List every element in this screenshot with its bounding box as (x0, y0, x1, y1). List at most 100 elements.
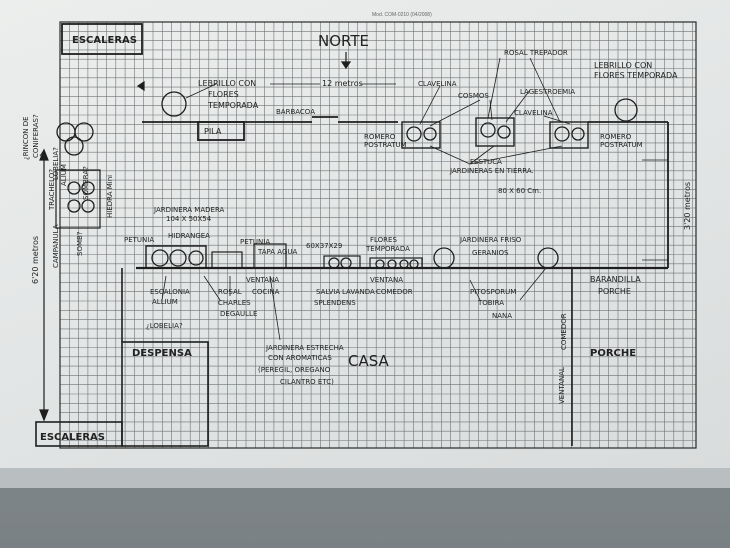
barandilla-2: PORCHE (598, 287, 631, 296)
jardineras-tierra-label: JARDINERAS EN TIERRA. (449, 167, 534, 175)
lebrillo-right-1: LEBRILLO CON (594, 61, 652, 70)
size-80x60-label: 80 X 60 Cm. (498, 187, 541, 195)
planter-left-plant-1 (406, 126, 422, 142)
salvia-planter-box (323, 255, 361, 269)
conifera-2 (74, 122, 94, 142)
flores-3 (399, 259, 409, 269)
plan-walls (35, 23, 669, 447)
ventana-cocina-box (211, 251, 243, 269)
sombra-label: SOMBRA? (82, 166, 90, 200)
flores-1 (375, 259, 385, 269)
rosal-trepador-label: ROSAL TREPADOR (504, 49, 568, 57)
romero-left-2: POSTRATUM (364, 141, 407, 149)
escaleras-bottom-label: ESCALERAS (40, 432, 105, 443)
pila-label: PILA (204, 127, 222, 136)
rosal-charles-2: CHARLES (218, 299, 251, 307)
barandilla-1: BARANDILLA (590, 275, 641, 284)
salvia-2 (340, 257, 352, 269)
triango-label: TRACHELO? (48, 169, 56, 211)
jardinera-estrecha-1: JARDINERA ESTRECHA (265, 344, 344, 352)
petunia-left (151, 249, 169, 267)
hiedra-mini-label: HIEDRA Mini (106, 175, 114, 218)
west-arrow-top (39, 148, 49, 161)
ventana-cocina-1: VENTANA (246, 276, 279, 284)
planter-right-plant-2 (571, 127, 585, 141)
cosmos-label: COSMOS (458, 92, 489, 100)
pittosporum-3: NANA (492, 312, 512, 320)
lebrillo-right-pot (614, 98, 638, 122)
metros-12-label: 12 metros (322, 79, 363, 88)
plant-circles (56, 91, 638, 269)
escalonia-2: ALLIUM (152, 298, 178, 306)
north-arrow (340, 61, 352, 70)
escaleras-top-label: ESCALERAS (72, 35, 137, 46)
lebrillo-left-1: LEBRILLO CON (198, 79, 256, 88)
jardinera-madera-2: 104 X 50X54 (166, 215, 212, 223)
left-plant-1 (67, 181, 81, 195)
conifera-3 (64, 136, 84, 156)
porche-label: PORCHE (590, 348, 636, 359)
salvia-1-label: SALVIA (316, 288, 340, 296)
casa-label: CASA (348, 352, 390, 370)
lebrillo-left-pot (161, 91, 187, 117)
left-plant-3 (67, 199, 81, 213)
lebrillo-left-3: TEMPORADA (207, 101, 259, 110)
flores-temporada-2: TEMPORADA (365, 245, 410, 253)
lobelia-top-label: LOBELIA? (52, 147, 60, 180)
pittosporum-2: TOBIRA (477, 299, 504, 307)
grid-border (59, 21, 697, 449)
left-column-box (55, 169, 101, 229)
ventana-comedor-1: VENTANA (370, 276, 403, 284)
hydrangea (169, 249, 187, 267)
petunia-right (188, 250, 204, 266)
rosal-charles-3: DEGAULLE (220, 310, 257, 318)
left-plant-2 (81, 181, 95, 195)
ventana-comedor-2: COMEDOR (376, 288, 413, 296)
metros-6-20-label: 6'20 metros (31, 236, 40, 284)
jardinera-estrecha-2: CON AROMATICAS (268, 354, 332, 362)
alium-top-label: ALIUM (60, 164, 68, 186)
salvia-1 (328, 257, 340, 269)
romero-right-2: POSTRATUM (600, 141, 643, 149)
campanula-label: CAMPANULA (52, 224, 60, 268)
planter-left-plant-2 (423, 127, 437, 141)
escaleras-bottom-box (35, 421, 123, 447)
arrows (39, 52, 352, 422)
pittosporum-1: PITOSPORUM (470, 288, 516, 296)
planter-center (475, 117, 515, 147)
despensa-label: DESPENSA (132, 348, 192, 359)
size-60x37-label: 60X37X29 (306, 242, 342, 250)
romero-right-1: ROMERO (600, 133, 632, 141)
hydrangea-label: HIDRANGEA (168, 232, 210, 240)
geranios-left (433, 247, 455, 269)
form-id-text: Mod. COM-0210 (04/2008) (372, 12, 432, 18)
planter-right (549, 121, 589, 149)
despensa-box (121, 341, 209, 447)
flores-2 (387, 259, 397, 269)
escaleras-top-box (61, 23, 143, 55)
somb-label: SOMB? (76, 231, 84, 256)
ventanal-label: VENTANAL (558, 367, 566, 404)
lagerstroemia-label: LAGESTROEMIA (520, 88, 575, 96)
paper-bottom-edge (0, 468, 730, 488)
rincon-1: ¿RINCON DE (22, 116, 30, 160)
lebrillo-left-2: FLORES (208, 90, 239, 99)
rincon-2: CONIFERAS? (32, 114, 40, 158)
pila-box (197, 121, 245, 141)
petunia-2-label: PETUNIA (240, 238, 270, 246)
jardinera-madera-1: JARDINERA MADERA (153, 206, 225, 214)
geranios-right (537, 247, 559, 269)
clavelina-1-label: CLAVELINA (418, 80, 457, 88)
left-plant-4 (81, 199, 95, 213)
metros-3-20-label: 3'20 metros (683, 182, 692, 230)
festuca-label: FESTUCA (470, 158, 502, 166)
clavelina-2-label: CLAVELINA (514, 109, 553, 117)
barbacoa-label: BARBACOA (276, 108, 315, 116)
flores-planter-box (369, 257, 423, 269)
norte-label: NORTE (318, 32, 369, 50)
salvia-2-label: SPLENDENS (314, 299, 356, 307)
comedor-v-label: COMEDOR (560, 313, 568, 350)
planter-center-plant-2 (497, 125, 511, 139)
jardinera-friso-1: JARDINERA FRISO (459, 236, 522, 244)
